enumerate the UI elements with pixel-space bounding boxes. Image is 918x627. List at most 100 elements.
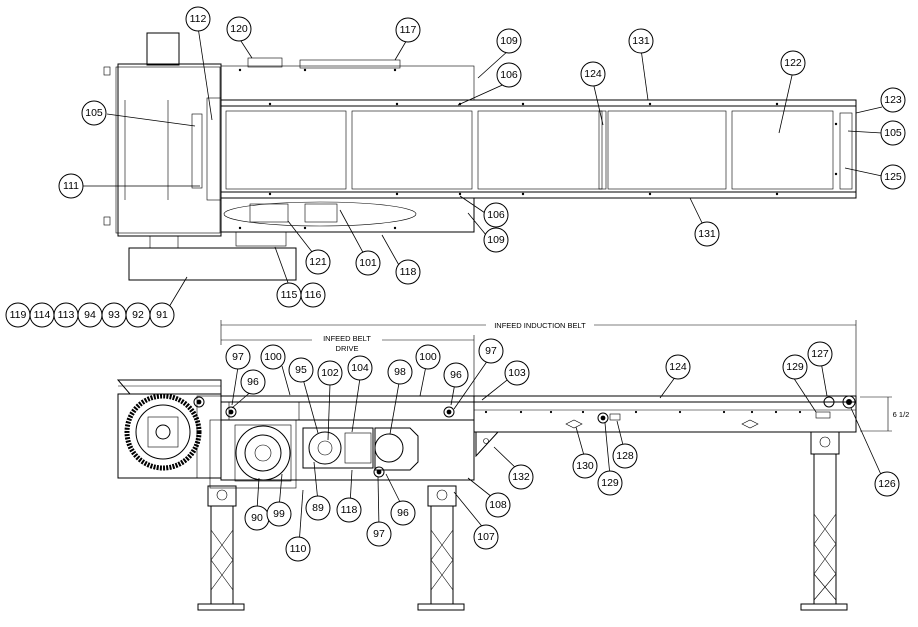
- svg-text:105: 105: [884, 127, 902, 139]
- svg-text:130: 130: [576, 460, 594, 472]
- callout-116: 116: [300, 282, 326, 308]
- svg-text:124: 124: [584, 68, 602, 80]
- callout-91: 91: [149, 302, 175, 328]
- infeed-induction-belt-dim: INFEED INDUCTION BELT: [494, 321, 586, 330]
- svg-text:122: 122: [784, 57, 802, 69]
- callout-105-left: 105: [81, 100, 107, 126]
- svg-text:127: 127: [811, 348, 829, 360]
- drive-drum: [124, 393, 202, 471]
- callout-119: 119: [5, 302, 31, 328]
- svg-text:108: 108: [489, 499, 507, 511]
- callout-balloons: 112 120 117 109 106 124 131 122 123 105 …: [5, 6, 906, 562]
- callout-111: 111: [58, 173, 84, 199]
- callout-118-top: 118: [395, 259, 421, 285]
- callout-131-bottom: 131: [694, 221, 720, 247]
- svg-text:121: 121: [309, 256, 327, 268]
- callout-118-bottom: 118: [336, 497, 362, 523]
- callout-96-b: 96: [443, 362, 469, 388]
- callout-126: 126: [874, 471, 900, 497]
- callout-99: 99: [266, 501, 292, 527]
- callout-129-b: 129: [597, 470, 623, 496]
- svg-text:128: 128: [616, 450, 634, 462]
- svg-text:113: 113: [58, 309, 75, 321]
- callout-100-b: 100: [415, 344, 441, 370]
- svg-text:104: 104: [351, 362, 369, 374]
- callout-103: 103: [504, 360, 530, 386]
- svg-text:111: 111: [63, 180, 79, 192]
- svg-text:115: 115: [281, 289, 298, 301]
- height-dimension: 6 1/2: [893, 410, 910, 419]
- callout-120: 120: [226, 16, 252, 42]
- svg-text:131: 131: [698, 228, 716, 240]
- svg-text:107: 107: [477, 531, 495, 543]
- svg-text:129: 129: [786, 361, 804, 373]
- svg-text:117: 117: [400, 24, 417, 36]
- infeed-belt-drive-dim-2: DRIVE: [336, 344, 359, 353]
- callout-97-a: 97: [225, 344, 251, 370]
- support-legs: [197, 431, 848, 611]
- callout-89: 89: [305, 495, 331, 521]
- callout-93: 93: [101, 302, 127, 328]
- plan-view: [83, 26, 883, 313]
- callout-101: 101: [355, 250, 381, 276]
- callout-131-top: 131: [628, 28, 654, 54]
- callout-117: 117: [395, 17, 421, 43]
- svg-text:94: 94: [84, 309, 96, 321]
- svg-text:124: 124: [669, 361, 687, 373]
- belt-frame: [220, 99, 857, 199]
- drive-frame: [117, 63, 222, 237]
- callout-92: 92: [125, 302, 151, 328]
- svg-text:89: 89: [312, 502, 324, 514]
- callout-102: 102: [317, 360, 343, 386]
- svg-text:96: 96: [397, 507, 409, 519]
- svg-text:105: 105: [85, 107, 103, 119]
- svg-text:106: 106: [500, 69, 518, 81]
- gearbox-block: [128, 247, 297, 281]
- callout-124-bottom: 124: [665, 354, 691, 380]
- callout-121: 121: [305, 249, 331, 275]
- callout-109-bottom: 109: [483, 227, 509, 253]
- svg-text:110: 110: [290, 543, 307, 555]
- svg-text:125: 125: [884, 171, 902, 183]
- callout-97-b: 97: [478, 338, 504, 364]
- svg-text:118: 118: [400, 266, 417, 278]
- svg-text:106: 106: [487, 209, 505, 221]
- callout-127: 127: [807, 341, 833, 367]
- infeed-belt-drive-dim: INFEED BELT: [323, 334, 371, 343]
- callout-96-c: 96: [390, 500, 416, 526]
- callout-125: 125: [880, 164, 906, 190]
- callout-110: 110: [285, 536, 311, 562]
- svg-text:97: 97: [232, 351, 244, 363]
- callout-105-right: 105: [880, 120, 906, 146]
- callout-95: 95: [288, 357, 314, 383]
- induction-belt-side: [473, 395, 857, 433]
- callout-108: 108: [485, 492, 511, 518]
- svg-text:102: 102: [321, 367, 339, 379]
- callout-122: 122: [780, 50, 806, 76]
- svg-text:91: 91: [156, 309, 168, 321]
- svg-text:92: 92: [132, 309, 144, 321]
- svg-text:112: 112: [190, 13, 207, 25]
- svg-text:103: 103: [508, 367, 526, 379]
- svg-text:118: 118: [341, 504, 358, 516]
- callout-94: 94: [77, 302, 103, 328]
- svg-text:109: 109: [487, 234, 505, 246]
- svg-text:123: 123: [884, 94, 902, 106]
- svg-text:97: 97: [373, 528, 385, 540]
- svg-text:97: 97: [485, 345, 497, 357]
- svg-text:131: 131: [632, 35, 650, 47]
- svg-text:119: 119: [10, 309, 27, 321]
- callout-107: 107: [473, 524, 499, 550]
- callout-112: 112: [185, 6, 211, 32]
- callout-115: 115: [276, 282, 302, 308]
- callout-90: 90: [244, 505, 270, 531]
- motor-box: [146, 32, 180, 66]
- callout-128: 128: [612, 443, 638, 469]
- callout-97-c: 97: [366, 521, 392, 547]
- svg-text:101: 101: [359, 257, 377, 269]
- svg-text:120: 120: [230, 23, 248, 35]
- callout-106-top: 106: [496, 62, 522, 88]
- svg-text:109: 109: [500, 35, 518, 47]
- svg-text:93: 93: [108, 309, 120, 321]
- callout-100-a: 100: [260, 344, 286, 370]
